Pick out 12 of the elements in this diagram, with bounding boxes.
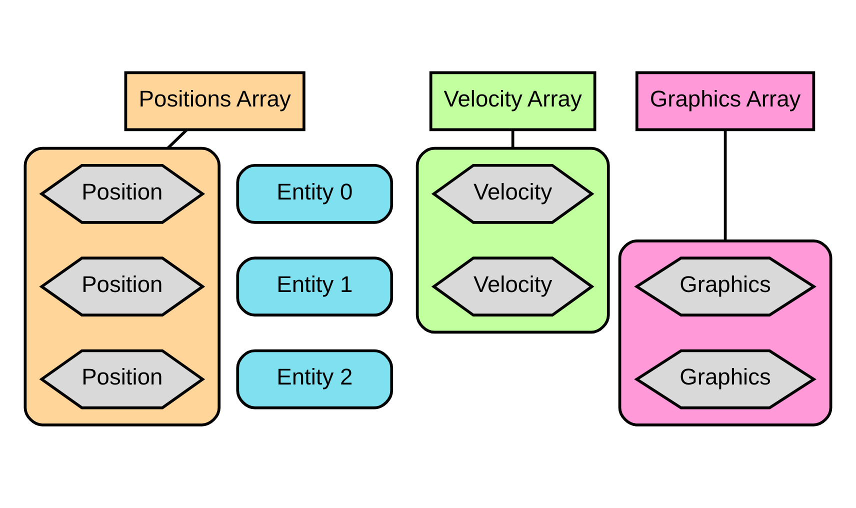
node-box: Velocity Array — [429, 70, 596, 131]
node-box: Entity 1 — [236, 256, 394, 316]
cluster — [618, 239, 832, 426]
node-box: Entity 2 — [236, 348, 394, 409]
node-box: Graphics Array — [635, 70, 816, 131]
connector — [724, 129, 727, 240]
cluster — [416, 146, 610, 334]
connector — [511, 130, 514, 148]
connector — [166, 128, 188, 149]
node-box: Entity 0 — [236, 163, 394, 224]
node-box: Positions Array — [124, 70, 306, 131]
cluster — [24, 146, 221, 426]
